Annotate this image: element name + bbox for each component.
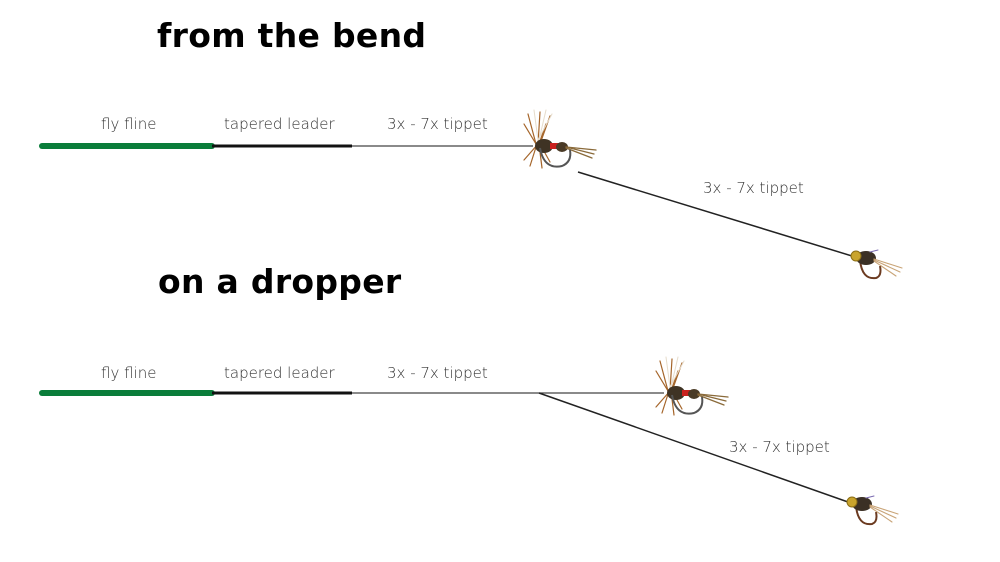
nymph-icon bbox=[846, 495, 899, 526]
tippet-dropper-label: 3x - 7x tippet bbox=[729, 438, 830, 456]
tippet-dropper bbox=[577, 171, 853, 257]
tippet-dropper-label: 3x - 7x tippet bbox=[703, 179, 804, 197]
nymph-icon bbox=[850, 249, 903, 280]
dry-fly-icon bbox=[523, 109, 597, 169]
section-title-on-a-dropper: on a dropper bbox=[158, 262, 402, 301]
tippet-main-label: 3x - 7x tippet bbox=[387, 364, 488, 382]
tippet-main-label: 3x - 7x tippet bbox=[387, 115, 488, 133]
fly-line-label: fly fline bbox=[101, 115, 157, 133]
tippet-dropper bbox=[538, 392, 849, 503]
dry-fly-icon bbox=[655, 356, 729, 416]
tapered-leader-label: tapered leader bbox=[224, 115, 335, 133]
tapered-leader-label: tapered leader bbox=[224, 364, 335, 382]
section-title-from-the-bend: from the bend bbox=[157, 16, 427, 55]
fly-line-label: fly fline bbox=[101, 364, 157, 382]
rig-on-a-dropper bbox=[39, 356, 899, 526]
rig-from-the-bend bbox=[39, 109, 903, 280]
